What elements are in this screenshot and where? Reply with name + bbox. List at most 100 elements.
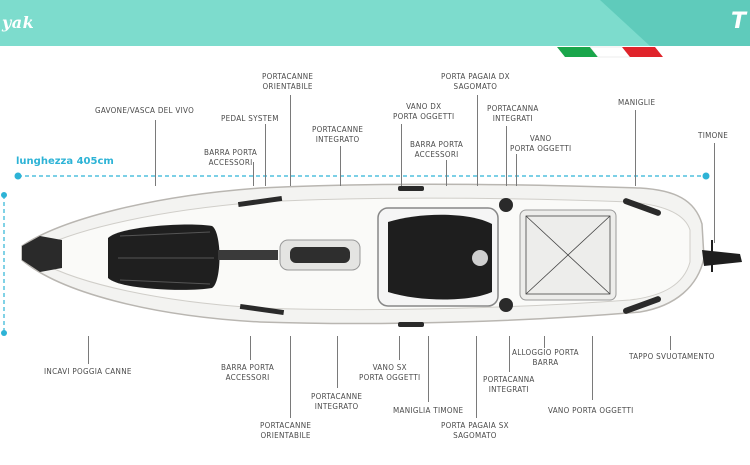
leader-gavone xyxy=(155,120,156,186)
label-line: PORTACANNE xyxy=(312,125,364,134)
leader-alloggio xyxy=(544,336,545,348)
label-line: BARRA PORTA xyxy=(410,140,464,149)
label-timone-text: TIMONE xyxy=(698,131,729,140)
label-line: PORTA OGGETTI xyxy=(510,144,572,153)
leader-timone xyxy=(714,143,715,243)
leader-barra-top2 xyxy=(446,160,447,186)
front-hatch xyxy=(108,224,220,290)
model-name: T xyxy=(730,9,746,34)
label-portacanne-integrato-bottom: PORTACANNE INTEGRATO xyxy=(311,392,362,412)
label-maniglie: MANIGLIE xyxy=(618,98,655,108)
leader-incavi xyxy=(88,336,89,364)
label-line: ACCESSORI xyxy=(225,373,270,382)
label-pedal-system: PEDAL SYSTEM xyxy=(221,114,279,124)
side-hatch-sx xyxy=(398,322,424,327)
label-portacanne-integrato-top: PORTACANNE INTEGRATO xyxy=(312,125,363,145)
label-maniglia-timone-text: MANIGLIA TIMONE xyxy=(393,406,464,415)
label-line: PORTA OGGETTI xyxy=(393,112,455,121)
seat-mesh xyxy=(388,214,492,300)
leader-maniglia-timone xyxy=(428,336,429,402)
leader-pedal xyxy=(265,124,266,186)
leader-pagaia-dx xyxy=(477,95,478,186)
leader-tappo xyxy=(670,336,671,350)
label-line: BARRA PORTA xyxy=(204,148,258,157)
label-vano-porta-top: VANO PORTA OGGETTI xyxy=(510,134,571,154)
label-alloggio: ALLOGGIO PORTA BARRA xyxy=(512,348,579,368)
label-porta-pagaia-sx: PORTA PAGAIA SX SAGOMATO xyxy=(441,421,509,441)
label-incavi-text: INCAVI POGGIA CANNE xyxy=(44,367,132,376)
label-line: BARRA PORTA xyxy=(221,363,275,372)
label-portacanna-integrati-bottom: PORTACANNA INTEGRATI xyxy=(483,375,535,395)
dimension-dot-right xyxy=(702,172,710,180)
pedal-shaft xyxy=(218,250,278,260)
label-porta-pagaia-dx: PORTA PAGAIA DX SAGOMATO xyxy=(441,72,510,92)
label-line: INTEGRATO xyxy=(314,402,359,411)
label-incavi: INCAVI POGGIA CANNE xyxy=(44,367,132,377)
flag-red xyxy=(622,47,663,57)
leader-portacanna-top xyxy=(506,126,507,186)
leader-portacanna-bottom xyxy=(509,336,510,372)
label-line: PORTACANNA xyxy=(487,104,539,113)
label-line: INTEGRATO xyxy=(315,135,360,144)
dimension-dot-left xyxy=(14,172,22,180)
accessory-bar-bottom xyxy=(239,303,285,316)
flag-green xyxy=(557,47,598,57)
label-line: SAGOMATO xyxy=(453,431,497,440)
label-line: VANO xyxy=(529,134,552,143)
bungee-frame xyxy=(525,215,611,295)
teal-banner xyxy=(0,0,750,46)
label-vano-porta-text: VANO PORTA OGGETTI xyxy=(548,406,634,415)
label-vano-dx: VANO DX PORTA OGGETTI xyxy=(393,102,454,122)
leader-vano-bottom xyxy=(592,336,593,400)
label-gavone-text: GAVONE/VASCA DEL VIVO xyxy=(95,106,195,115)
handle-rear-top xyxy=(623,198,661,216)
label-line: PORTA OGGETTI xyxy=(359,373,421,382)
header-banner: yak T xyxy=(0,0,750,58)
label-tappo-text: TAPPO SVUOTAMENTO xyxy=(629,352,715,361)
bungee-2 xyxy=(525,215,611,295)
length-label: lunghezza 405cm xyxy=(16,156,114,167)
label-line: ACCESSORI xyxy=(208,158,253,167)
label-portacanne-orient-bottom: PORTACANNE ORIENTABILE xyxy=(260,421,311,441)
leader-barra-top xyxy=(253,162,254,186)
rod-holder-sx xyxy=(499,298,513,312)
leader-portacanne-orient-top xyxy=(290,95,291,186)
label-line: VANO SX xyxy=(372,363,407,372)
label-maniglie-text: MANIGLIE xyxy=(618,98,656,107)
label-gavone: GAVONE/VASCA DEL VIVO xyxy=(95,106,194,116)
leader-portacanne-integrato-bottom xyxy=(337,336,338,388)
label-portacanna-integrati-top: PORTACANNA INTEGRATI xyxy=(487,104,539,124)
label-pedal-text: PEDAL SYSTEM xyxy=(221,114,279,123)
label-maniglia-timone: MANIGLIA TIMONE xyxy=(393,406,463,416)
label-line: PORTA PAGAIA SX xyxy=(441,421,509,430)
header-shapes xyxy=(0,0,750,58)
leader-vano-top xyxy=(516,154,517,186)
label-line: PORTACANNA xyxy=(483,375,535,384)
leader-portacanne-orient-bottom xyxy=(290,336,291,418)
label-line: BARRA xyxy=(532,358,559,367)
leader-vano-dx xyxy=(401,124,402,186)
label-line: INTEGRATI xyxy=(488,385,529,394)
leader-portacanne-integrato-top xyxy=(340,146,341,186)
label-line: ORIENTABILE xyxy=(260,431,311,440)
side-hatch-dx xyxy=(398,186,424,191)
label-vano-sx: VANO SX PORTA OGGETTI xyxy=(359,363,420,383)
pedal-unit xyxy=(290,247,350,263)
banner-accent xyxy=(600,0,750,46)
accessory-bar-top xyxy=(237,195,283,208)
label-line: SAGOMATO xyxy=(453,82,498,91)
label-vano-porta-bottom: VANO PORTA OGGETTI xyxy=(548,406,634,416)
brand-logo: yak xyxy=(2,13,35,32)
rudder xyxy=(702,250,742,266)
leader-maniglie xyxy=(635,110,636,186)
label-line: PORTACANNE xyxy=(262,72,314,81)
label-timone: TIMONE xyxy=(698,131,728,141)
label-barra-porta-bottom: BARRA PORTA ACCESSORI xyxy=(221,363,274,383)
label-line: ORIENTABILE xyxy=(262,82,313,91)
label-line: PORTACANNE xyxy=(260,421,312,430)
handle-rear-bottom xyxy=(623,296,661,314)
label-line: ACCESSORI xyxy=(414,150,459,159)
leader-pagaia-sx xyxy=(476,336,477,418)
